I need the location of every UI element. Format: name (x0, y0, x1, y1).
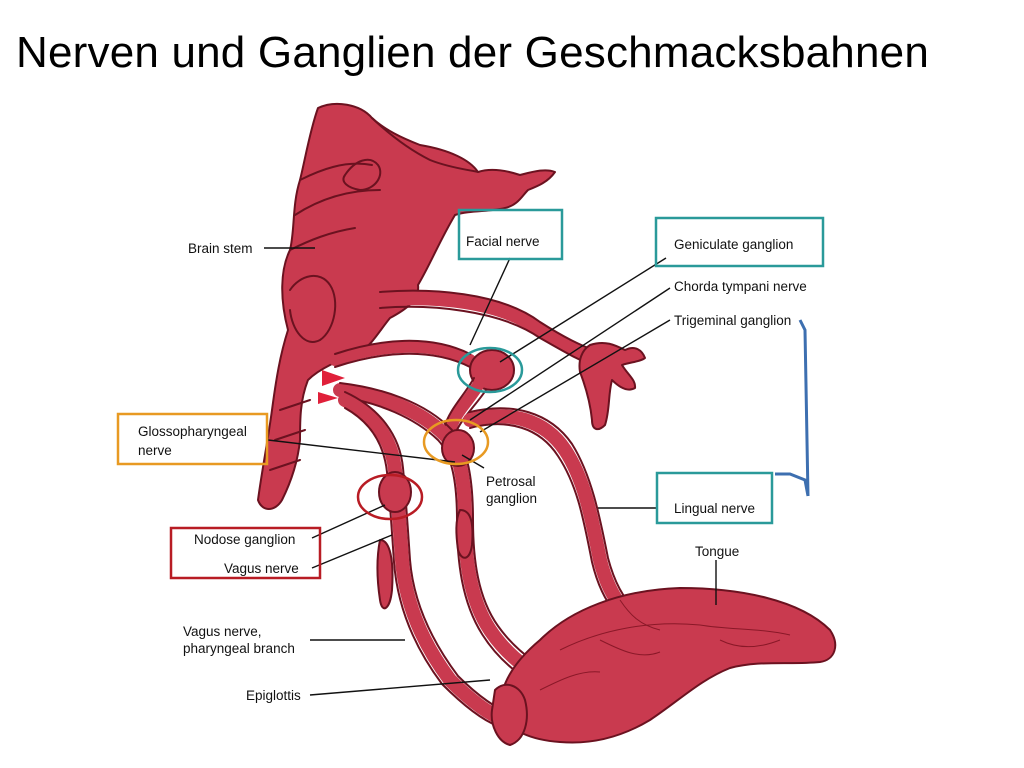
nodose-ganglion-highlight (356, 473, 424, 521)
label-petrosal-line2: ganglion (486, 491, 537, 506)
label-epiglottis: Epiglottis (246, 688, 301, 703)
label-lingual-nerve: Lingual nerve (674, 501, 755, 516)
label-chorda-tympani-nerve: Chorda tympani nerve (674, 279, 807, 294)
nodose-vagus-box (169, 526, 322, 580)
geniculate-ganglion-box (654, 216, 825, 268)
epiglottis-shape (490, 683, 528, 746)
label-facial-nerve: Facial nerve (466, 234, 540, 249)
label-vagus-nerve: Vagus nerve (224, 561, 299, 576)
label-geniculate-ganglion: Geniculate ganglion (674, 237, 793, 252)
label-glossopharyngeal-line1: Glossopharyngeal (138, 424, 247, 439)
label-brain-stem: Brain stem (188, 241, 253, 256)
label-glossopharyngeal-line2: nerve (138, 443, 172, 458)
trigeminal-branch-shape (373, 289, 646, 431)
page-title: Nerven und Ganglien der Geschmacksbahnen (16, 28, 929, 77)
geniculate-ganglion-highlight (456, 346, 524, 394)
label-petrosal-line1: Petrosal (486, 474, 536, 489)
glossopharyngeal-nerve-shape (333, 382, 577, 699)
label-vagus-pharyngeal-line1: Vagus nerve, (183, 624, 262, 639)
label-tongue: Tongue (695, 544, 739, 559)
leader-lines (264, 247, 717, 696)
lingual-nerve-box (655, 471, 774, 525)
tongue-shape (498, 587, 837, 744)
glossopharyngeal-nerve-box (116, 412, 269, 466)
facial-nerve-box (457, 208, 564, 261)
blue-bracket (775, 319, 810, 497)
vagus-nerve-shape (338, 391, 513, 727)
label-vagus-pharyngeal-line2: pharyngeal branch (183, 641, 295, 656)
petrosal-ganglion-highlight (422, 418, 490, 466)
label-trigeminal-ganglion: Trigeminal ganglion (674, 313, 791, 328)
label-nodose-ganglion: Nodose ganglion (194, 532, 295, 547)
